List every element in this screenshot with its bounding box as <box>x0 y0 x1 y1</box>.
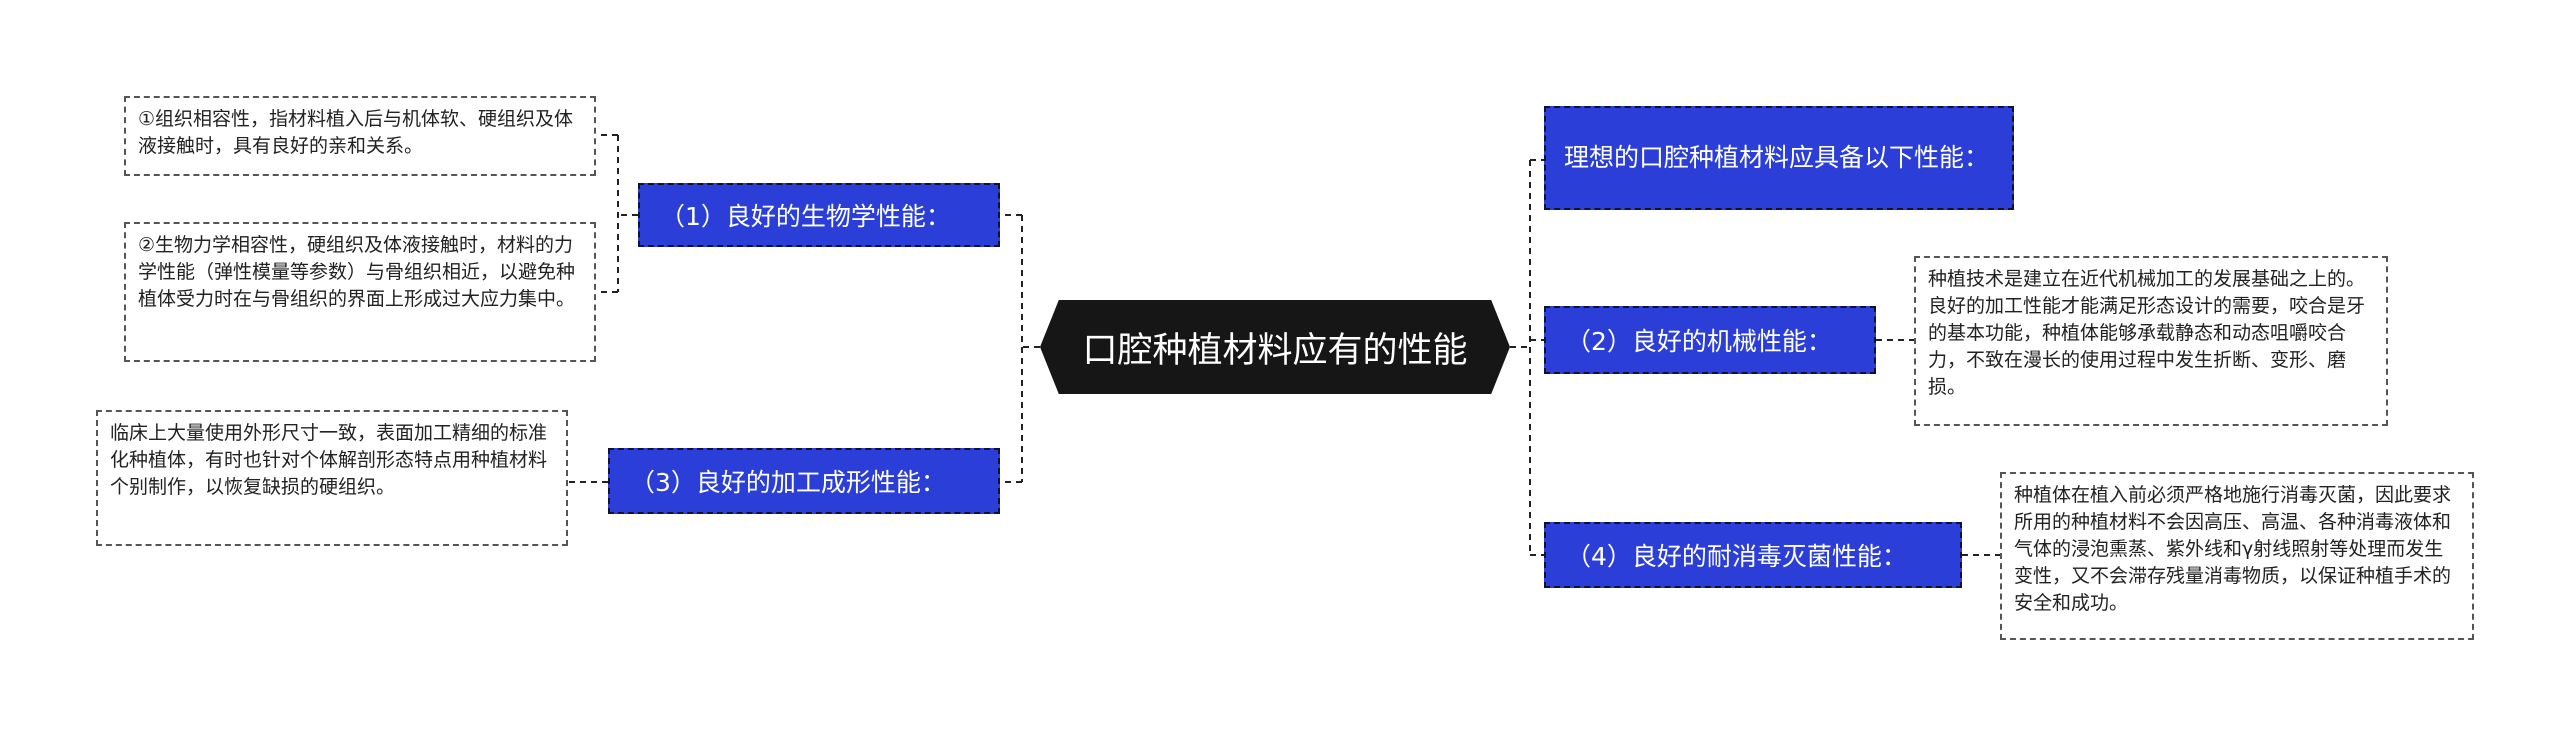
leaf-sterilization-requirement[interactable]: 种植体在植入前必须严格地施行消毒灭菌，因此要求所用的种植材料不会因高压、高温、各… <box>2000 472 2474 640</box>
leaf-standardized-implant[interactable]: 临床上大量使用外形尺寸一致，表面加工精细的标准化种植体，有时也针对个体解剖形态特… <box>96 410 568 546</box>
leaf-text: ②生物力学相容性，硬组织及体液接触时，材料的力学性能（弹性模量等参数）与骨组织相… <box>138 234 576 310</box>
leaf-tissue-compatibility[interactable]: ①组织相容性，指材料植入后与机体软、硬组织及体液接触时，具有良好的亲和关系。 <box>124 96 596 176</box>
branch-label: （4）良好的耐消毒灭菌性能： <box>1566 542 1907 571</box>
branch-label: 理想的口腔种植材料应具备以下性能： <box>1564 143 1990 172</box>
central-topic-label: 口腔种植材料应有的性能 <box>1082 330 1468 371</box>
branch-mechanical-performance[interactable]: （2）良好的机械性能： <box>1544 306 1876 374</box>
branch-processing-performance[interactable]: （3）良好的加工成形性能： <box>608 448 1000 514</box>
leaf-text: 种植技术是建立在近代机械加工的发展基础之上的。良好的加工性能才能满足形态设计的需… <box>1928 268 2366 398</box>
branch-biological-performance[interactable]: （1）良好的生物学性能： <box>638 183 1000 247</box>
leaf-mechanical-machining[interactable]: 种植技术是建立在近代机械加工的发展基础之上的。良好的加工性能才能满足形态设计的需… <box>1914 256 2388 426</box>
branch-label: （3）良好的加工成形性能： <box>630 468 946 497</box>
branch-sterilization-resistance[interactable]: （4）良好的耐消毒灭菌性能： <box>1544 522 1962 588</box>
branch-ideal-properties[interactable]: 理想的口腔种植材料应具备以下性能： <box>1544 106 2014 210</box>
leaf-biomechanical-compatibility[interactable]: ②生物力学相容性，硬组织及体液接触时，材料的力学性能（弹性模量等参数）与骨组织相… <box>124 222 596 362</box>
branch-label: （1）良好的生物学性能： <box>660 202 951 231</box>
leaf-text: 种植体在植入前必须严格地施行消毒灭菌，因此要求所用的种植材料不会因高压、高温、各… <box>2014 484 2452 614</box>
leaf-text: 临床上大量使用外形尺寸一致，表面加工精细的标准化种植体，有时也针对个体解剖形态特… <box>110 422 548 498</box>
central-topic[interactable]: 口腔种植材料应有的性能 <box>1040 300 1510 394</box>
branch-label: （2）良好的机械性能： <box>1566 327 1832 356</box>
leaf-text: ①组织相容性，指材料植入后与机体软、硬组织及体液接触时，具有良好的亲和关系。 <box>138 108 574 157</box>
